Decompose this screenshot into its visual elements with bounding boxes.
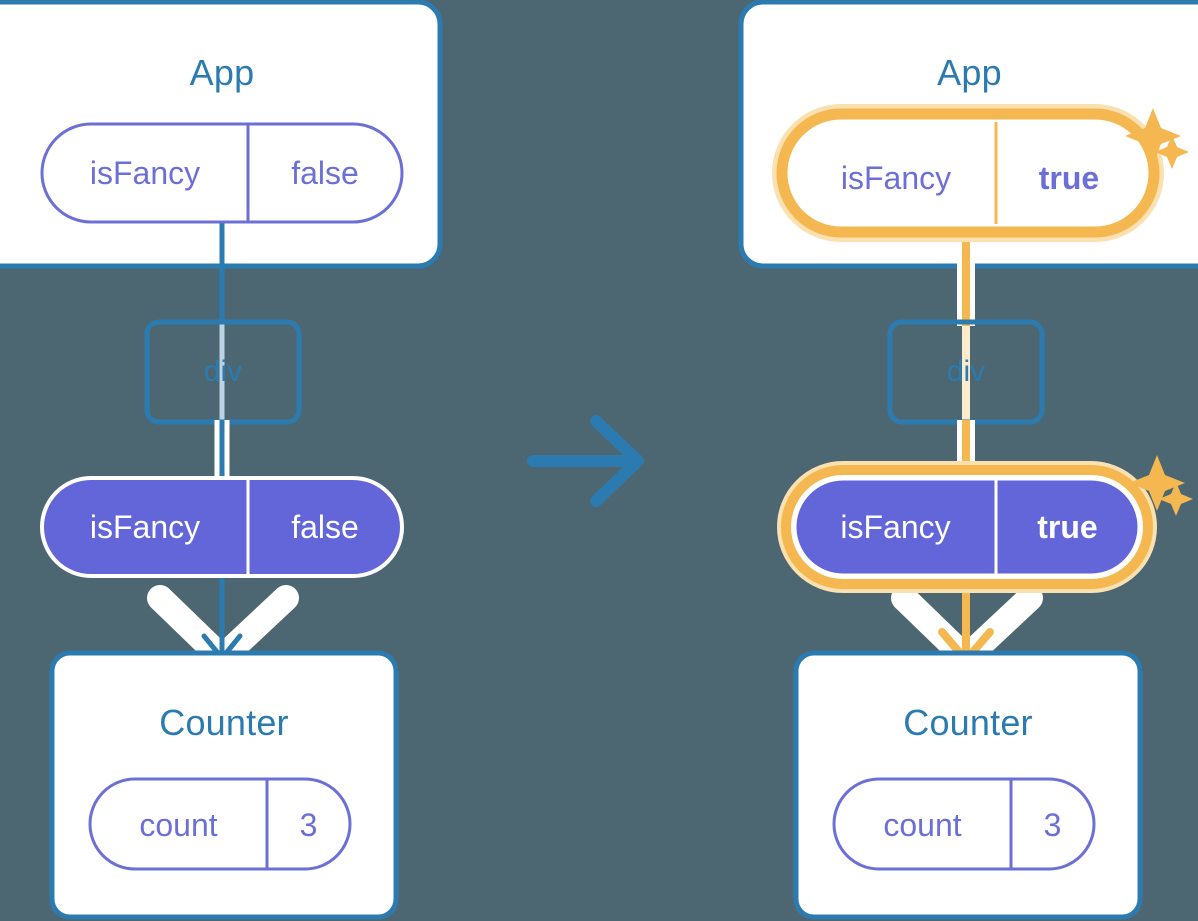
sparkle-group-app xyxy=(1125,108,1189,169)
before-counter-pill-shape xyxy=(88,777,352,871)
after-props-pill-shape xyxy=(793,477,1141,577)
sparkle-large-icon xyxy=(1125,108,1181,164)
sparkle-small-icon xyxy=(1159,482,1193,516)
before-app-pill-shape xyxy=(40,122,404,224)
after-app-pill-ring xyxy=(776,108,1160,238)
after-counter-pill-shape xyxy=(832,777,1096,871)
arrow-right-icon xyxy=(527,415,644,507)
sparkle-small-icon xyxy=(1155,135,1189,169)
sparkle-group-props xyxy=(1129,455,1193,516)
before-props-pill-shape xyxy=(40,476,404,578)
sparkle-large-icon xyxy=(1129,455,1185,511)
